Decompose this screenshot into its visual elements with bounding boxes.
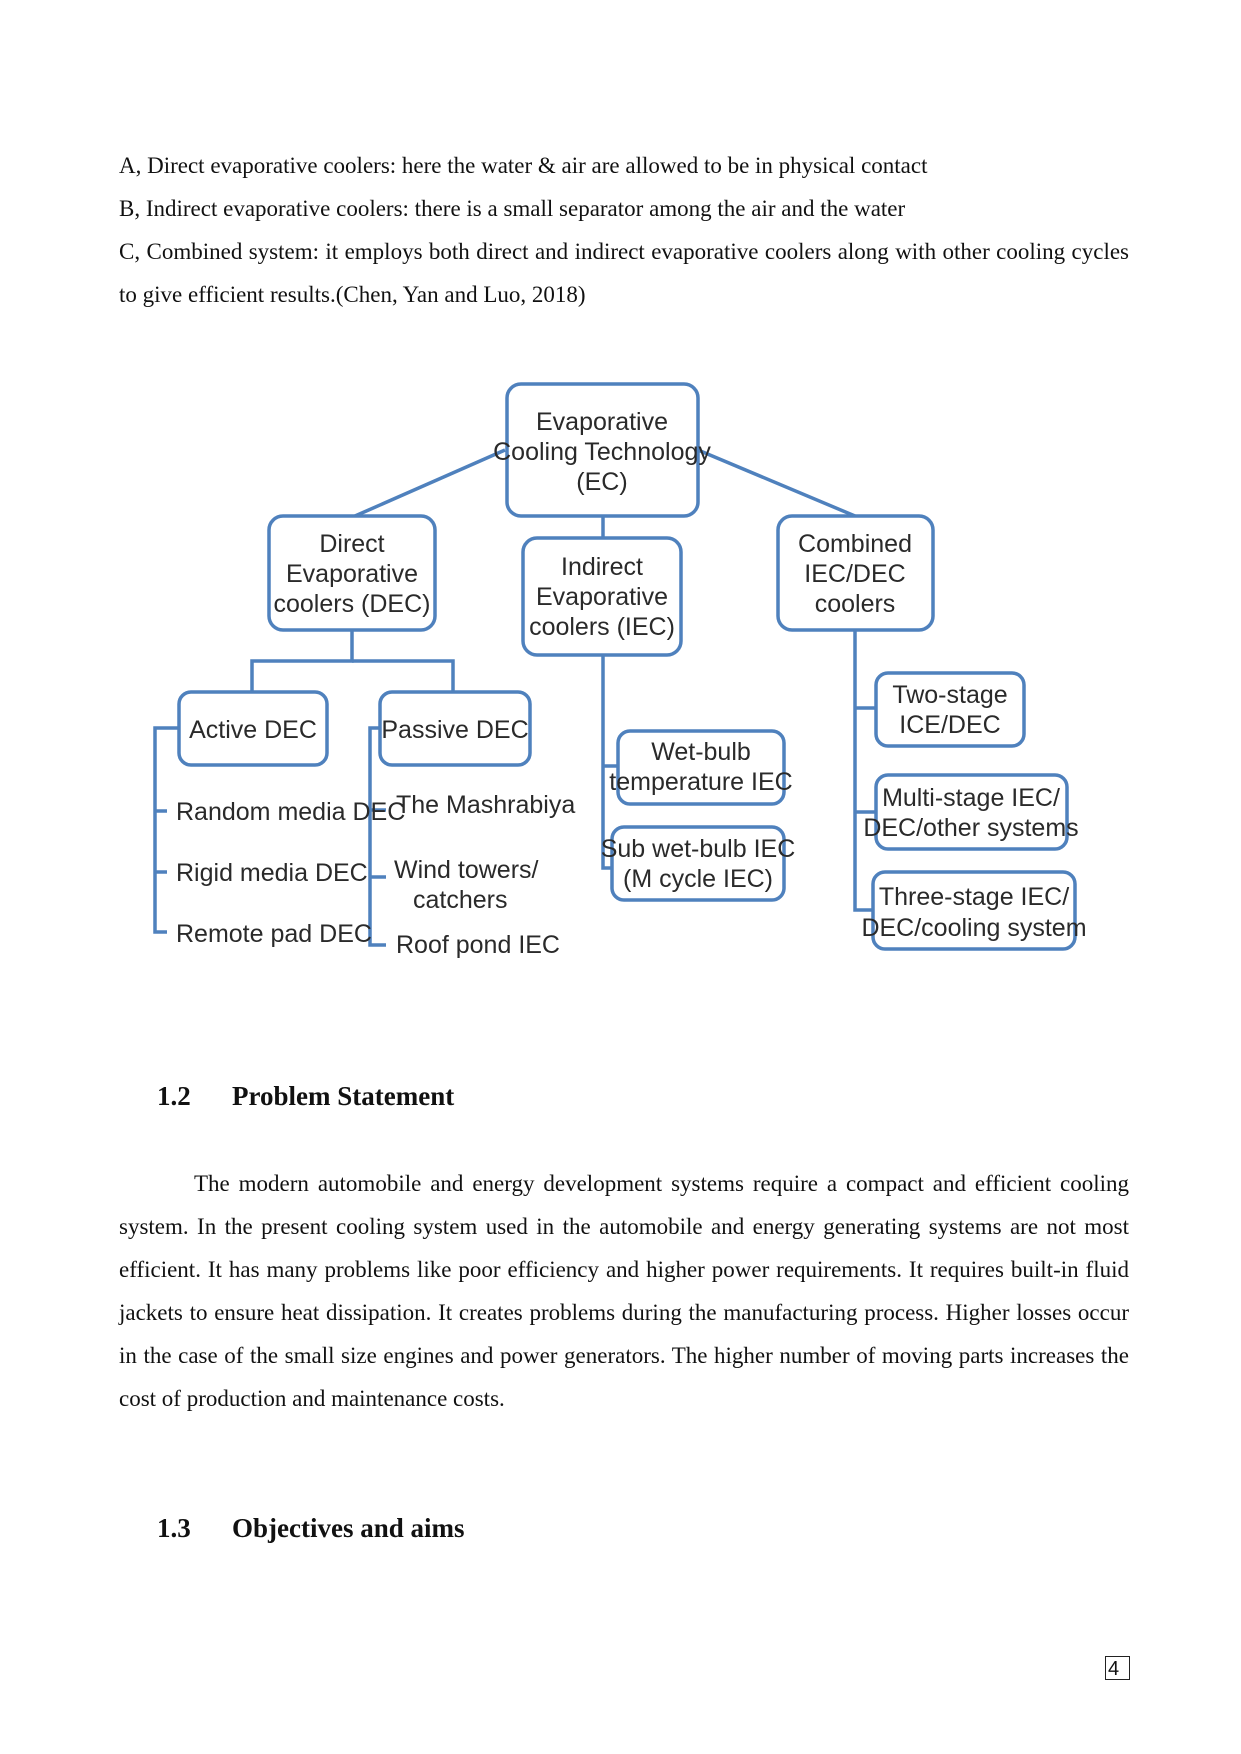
dec-line-1: Direct bbox=[319, 530, 384, 558]
connector-dec-active-passive bbox=[250, 630, 354, 692]
wetbulb-line-1: Wet-bulb bbox=[651, 738, 751, 766]
intro-line-b: B, Indirect evaporative coolers: there i… bbox=[119, 196, 906, 221]
active-dec-items: Random media DEC Rigid media DEC Remote … bbox=[176, 798, 405, 948]
connector-root-combined bbox=[697, 448, 856, 518]
item-roof-pond: Roof pond IEC bbox=[396, 931, 560, 959]
box-subwetbulb: Sub wet-bulb IEC (M cycle IEC) bbox=[601, 825, 796, 902]
multistage-line-1: Multi-stage IEC/ bbox=[882, 784, 1060, 812]
heading-objectives-number: 1.3 bbox=[157, 1513, 191, 1543]
box-dec: Direct Evaporative coolers (DEC) bbox=[267, 514, 437, 632]
problem-statement-body: The modern automobile and energy develop… bbox=[119, 1171, 1129, 1411]
dec-line-2: Evaporative bbox=[286, 560, 418, 588]
root-line-2: Cooling Technology bbox=[493, 438, 711, 466]
box-wetbulb: Wet-bulb temperature IEC bbox=[609, 729, 793, 806]
wetbulb-line-2: temperature IEC bbox=[609, 768, 792, 796]
passive-dec-items: The Mashrabiya Wind towers/ catchers Roo… bbox=[394, 791, 575, 959]
item-remote-pad: Remote pad DEC bbox=[176, 920, 372, 948]
heading-objectives: 1.3 Objectives and aims bbox=[157, 1513, 465, 1544]
combined-line-1: Combined bbox=[798, 530, 912, 558]
heading-problem-number: 1.2 bbox=[157, 1081, 191, 1111]
threestage-line-1: Three-stage IEC/ bbox=[879, 883, 1069, 911]
connector-dec-passive bbox=[352, 659, 455, 692]
box-active-dec: Active DEC bbox=[177, 690, 329, 767]
item-catchers: catchers bbox=[413, 886, 507, 914]
subwetbulb-line-2: (M cycle IEC) bbox=[623, 865, 773, 893]
connector-iec-children bbox=[601, 655, 612, 870]
heading-problem-statement: 1.2 Problem Statement bbox=[157, 1081, 454, 1112]
dec-line-3: coolers (DEC) bbox=[274, 590, 431, 618]
intro-line-a: A, Direct evaporative coolers: here the … bbox=[119, 153, 928, 178]
item-random-media: Random media DEC bbox=[176, 798, 405, 826]
item-rigid-media: Rigid media DEC bbox=[176, 859, 368, 887]
passive-dec-label: Passive DEC bbox=[381, 716, 528, 744]
intro-line-c: C, Combined system: it employs both dire… bbox=[119, 239, 1129, 307]
root-line-3: (EC) bbox=[576, 468, 627, 496]
iec-line-2: Evaporative bbox=[536, 583, 668, 611]
connector-passive-bracket bbox=[368, 726, 386, 947]
iec-line-3: coolers (IEC) bbox=[529, 613, 675, 641]
heading-objectives-title: Objectives and aims bbox=[232, 1513, 465, 1543]
box-root: Evaporative Cooling Technology (EC) bbox=[493, 382, 711, 518]
item-wind-towers: Wind towers/ bbox=[394, 856, 539, 884]
box-combined: Combined IEC/DEC coolers bbox=[776, 514, 935, 632]
box-threestage: Three-stage IEC/ DEC/cooling system bbox=[861, 870, 1087, 951]
box-twostage: Two-stage ICE/DEC bbox=[874, 671, 1026, 748]
threestage-line-2: DEC/cooling system bbox=[861, 914, 1086, 942]
connector-combined-children bbox=[853, 630, 873, 912]
combined-line-3: coolers bbox=[815, 590, 896, 618]
twostage-line-1: Two-stage bbox=[892, 681, 1007, 709]
twostage-line-2: ICE/DEC bbox=[899, 711, 1000, 739]
item-mashrabiya: The Mashrabiya bbox=[396, 791, 575, 819]
combined-line-2: IEC/DEC bbox=[804, 560, 905, 588]
iec-line-1: Indirect bbox=[561, 553, 643, 581]
diagram-connectors bbox=[153, 448, 876, 947]
connector-root-dec bbox=[354, 448, 506, 518]
box-multistage: Multi-stage IEC/ DEC/other systems bbox=[863, 773, 1079, 851]
multistage-line-2: DEC/other systems bbox=[863, 814, 1078, 842]
subwetbulb-line-1: Sub wet-bulb IEC bbox=[601, 835, 796, 863]
heading-problem-title: Problem Statement bbox=[232, 1081, 455, 1111]
root-line-1: Evaporative bbox=[536, 408, 668, 436]
page-number: 4 bbox=[1105, 1656, 1130, 1680]
connector-active-bracket bbox=[153, 726, 179, 934]
box-iec: Indirect Evaporative coolers (IEC) bbox=[521, 536, 683, 657]
box-passive-dec: Passive DEC bbox=[378, 690, 532, 767]
active-dec-label: Active DEC bbox=[189, 716, 317, 744]
